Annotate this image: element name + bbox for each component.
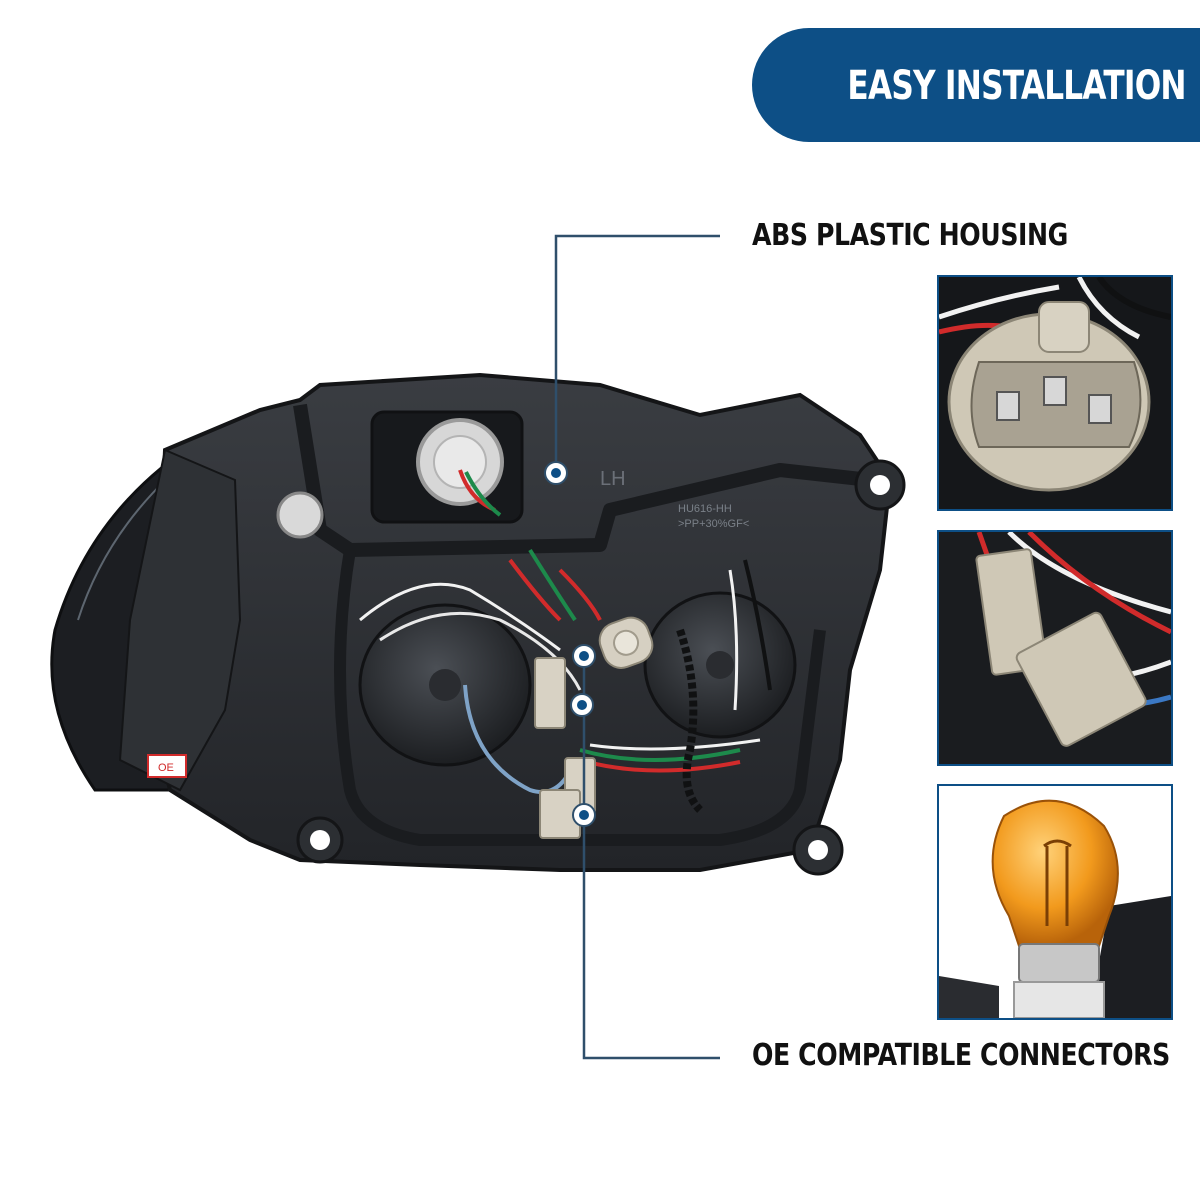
connector-plug-closeup: [937, 275, 1173, 511]
oe-badge: OE: [158, 762, 174, 774]
embossed-part-number: HU616-HH: [678, 503, 732, 515]
banner-title: EASY INSTALLATION: [847, 63, 1187, 109]
amber-bulb-closeup: [937, 784, 1173, 1020]
header-banner: EASY INSTALLATION: [752, 28, 1200, 142]
housing-callout-label: ABS PLASTIC HOUSING: [752, 218, 1068, 253]
wiring-connector-closeup: [937, 530, 1173, 766]
embossed-material: >PP+30%GF<: [678, 518, 749, 530]
headlight-rear-photo: LH HU616-HH >PP+30%GF< OE: [50, 372, 906, 876]
connectors-callout-label: OE COMPATIBLE CONNECTORS: [752, 1038, 1170, 1073]
embossed-side-mark: LH: [600, 468, 626, 490]
